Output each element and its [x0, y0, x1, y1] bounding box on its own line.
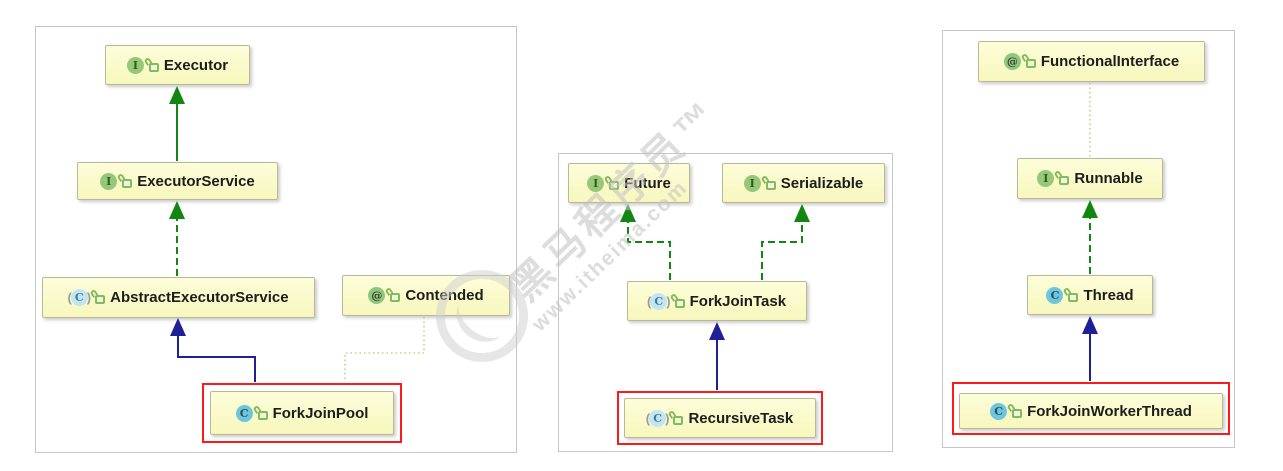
node-executorservice[interactable]: I ExecutorService [77, 162, 278, 200]
unlock-icon [1025, 59, 1036, 68]
unlock-icon [609, 180, 620, 190]
abstract-class-icon: ( C ) [646, 292, 671, 310]
interface-icon: I [1037, 170, 1055, 187]
node-label: ForkJoinWorkerThread [1027, 402, 1192, 420]
paren-close: ) [86, 290, 92, 305]
unlock-icon [95, 295, 106, 304]
selection-highlight-forkjoinpool: C ForkJoinPool [202, 383, 402, 443]
interface-icon: I [743, 174, 761, 192]
paren-close: ) [666, 293, 671, 309]
abstract-class-circle: C [650, 292, 668, 310]
node-contended[interactable]: @ Contended [342, 275, 510, 316]
node-executor[interactable]: I Executor [105, 45, 250, 85]
paren-open: ( [645, 410, 651, 426]
unlock-icon [390, 293, 401, 302]
class-icon: C [235, 404, 253, 422]
node-forkjoinworkerthread[interactable]: C ForkJoinWorkerThread [959, 393, 1223, 429]
node-forkjointask[interactable]: ( C ) ForkJoinTask [627, 281, 807, 321]
node-thread[interactable]: C Thread [1027, 275, 1153, 315]
panel-forkjoinworkerthread-hierarchy [942, 30, 1235, 448]
unlock-icon [122, 178, 133, 188]
node-label: Thread [1083, 286, 1134, 304]
selection-highlight-recursivetask: ( C ) RecursiveTask [617, 391, 823, 445]
annotation-icon: @ [1003, 53, 1021, 70]
unlock-icon [1068, 292, 1079, 302]
panel-forkjoinpool-hierarchy [35, 26, 517, 453]
node-recursivetask[interactable]: ( C ) RecursiveTask [624, 398, 816, 438]
node-label: Future [624, 174, 671, 192]
unlock-icon [673, 415, 684, 425]
unlock-icon [1012, 408, 1023, 418]
node-future[interactable]: I Future [568, 163, 690, 203]
unlock-icon [765, 180, 776, 190]
node-label: Serializable [780, 174, 864, 192]
node-label: AbstractExecutorService [110, 289, 289, 306]
node-label: Runnable [1074, 170, 1143, 187]
paren-open: ( [67, 290, 72, 305]
node-functionalinterface[interactable]: @ FunctionalInterface [978, 41, 1205, 82]
class-icon: C [990, 402, 1008, 420]
interface-icon: I [100, 172, 118, 190]
abstract-class-circle: C [649, 409, 667, 427]
unlock-icon [1059, 176, 1070, 185]
node-label: FunctionalInterface [1040, 53, 1180, 70]
node-forkjoinpool[interactable]: C ForkJoinPool [210, 391, 394, 435]
node-label: ExecutorService [137, 172, 255, 190]
paren-open: ( [646, 293, 652, 309]
node-label: RecursiveTask [688, 409, 794, 427]
abstract-class-icon: ( C ) [67, 289, 92, 306]
annotation-icon: @ [368, 287, 386, 304]
class-icon: C [1046, 286, 1064, 304]
node-abstractexecutorservice[interactable]: ( C ) AbstractExecutorService [42, 277, 315, 318]
abstract-class-icon: ( C ) [645, 409, 670, 427]
node-label: Executor [163, 56, 229, 74]
unlock-icon [148, 62, 159, 72]
selection-highlight-forkjoinworkerthread: C ForkJoinWorkerThread [952, 382, 1230, 435]
node-runnable[interactable]: I Runnable [1017, 158, 1163, 199]
node-label: ForkJoinPool [272, 404, 369, 422]
interface-icon: I [587, 174, 605, 192]
unlock-icon [257, 410, 268, 420]
node-label: ForkJoinTask [689, 292, 787, 310]
paren-close: ) [665, 410, 670, 426]
interface-icon: I [126, 56, 144, 74]
node-label: Contended [405, 287, 484, 304]
node-serializable[interactable]: I Serializable [722, 163, 885, 203]
abstract-class-circle: C [70, 289, 88, 306]
unlock-icon [674, 298, 685, 308]
